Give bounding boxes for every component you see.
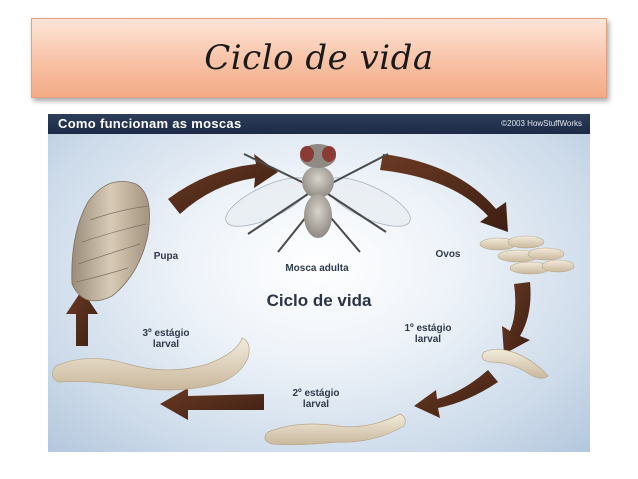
label-adult: Mosca adulta xyxy=(285,263,349,274)
life-cycle-figure: Como funcionam as moscas ©2003 HowStuffW… xyxy=(48,114,590,452)
eggs-cluster xyxy=(479,235,575,275)
figure-header-bar: Como funcionam as moscas ©2003 HowStuffW… xyxy=(48,114,590,134)
larva-stage-2 xyxy=(264,413,406,446)
label-larva-1: 1º estágio larval xyxy=(404,323,452,345)
arrow-larva3-to-pupa xyxy=(66,290,98,346)
larva-stage-3 xyxy=(52,337,250,391)
label-pupa: Pupa xyxy=(153,251,179,262)
label-larva-3: 3º estágio larval xyxy=(142,328,190,350)
figure-credit: ©2003 HowStuffWorks xyxy=(501,119,582,128)
figure-center-title: Ciclo de vida xyxy=(266,291,372,310)
adult-fly xyxy=(225,144,411,253)
slide-title-box: Ciclo de vida xyxy=(31,18,607,98)
life-cycle-illustration xyxy=(52,144,575,446)
arrow-larva1-to-larva2 xyxy=(414,370,498,418)
label-eggs: Ovos xyxy=(435,249,461,260)
arrow-pupa-to-adult xyxy=(168,154,278,214)
slide-title: Ciclo de vida xyxy=(204,38,434,78)
arrow-adult-to-eggs xyxy=(380,154,508,232)
arrow-larva2-to-larva3 xyxy=(160,388,264,420)
larva-stage-1 xyxy=(481,349,549,379)
arrow-eggs-to-larva1 xyxy=(502,282,531,354)
label-larva-2: 2º estágio larval xyxy=(292,388,340,410)
figure-header-title: Como funcionam as moscas xyxy=(58,116,242,131)
pupa xyxy=(71,180,150,302)
